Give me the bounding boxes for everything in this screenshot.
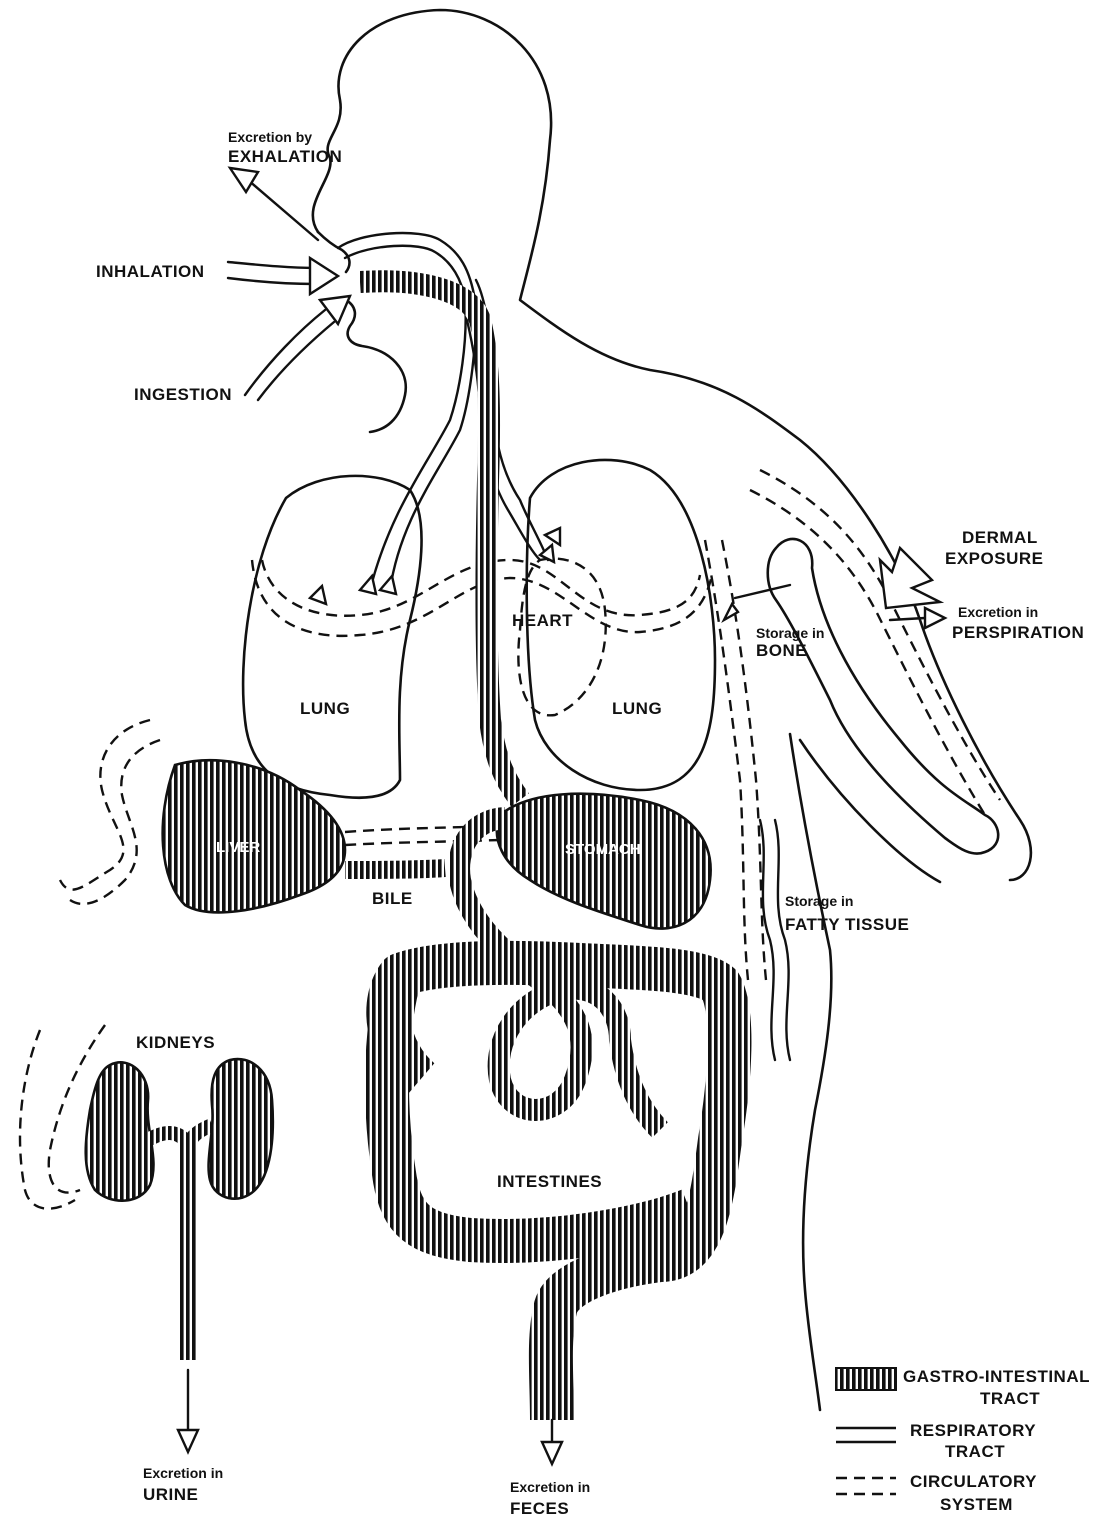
lung-left-label: LUNG xyxy=(300,699,350,718)
exhalation-caption: Excretion by xyxy=(228,129,312,145)
bile-label: BILE xyxy=(372,889,413,908)
dermal-label-line1: DERMAL xyxy=(962,528,1038,547)
perspiration-caption: Excretion in xyxy=(958,604,1038,620)
bone-caption: Storage in xyxy=(756,625,824,641)
left-kidney xyxy=(86,1062,154,1200)
urine-label: URINE xyxy=(143,1485,198,1504)
right-kidney xyxy=(209,1059,273,1199)
feces-caption: Excretion in xyxy=(510,1479,590,1495)
perspiration-arrow-icon xyxy=(925,608,945,628)
heart-label: HEART xyxy=(512,611,573,630)
inhalation-arrow-icon xyxy=(310,258,338,294)
legend-gi-swatch xyxy=(836,1368,896,1390)
legend-gi-line1: GASTRO-INTESTINAL xyxy=(903,1367,1090,1386)
stomach-label: STOMACH xyxy=(565,841,641,858)
fatty-tissue-label: FATTY TISSUE xyxy=(785,915,909,934)
exhalation-arrow-icon xyxy=(230,168,258,192)
ingestion-label: INGESTION xyxy=(134,385,232,404)
stomach-organ xyxy=(497,794,711,929)
legend-resp-line2: TRACT xyxy=(945,1442,1005,1461)
liver-organ xyxy=(163,760,345,912)
liver-label: LIVER xyxy=(216,839,260,856)
perspiration-label: PERSPIRATION xyxy=(952,623,1084,642)
lung-right-label: LUNG xyxy=(612,699,662,718)
left-lung xyxy=(243,476,421,798)
dermal-label-line2: EXPOSURE xyxy=(945,549,1043,568)
urine-caption: Excretion in xyxy=(143,1465,223,1481)
exhalation-label: EXHALATION xyxy=(228,147,342,166)
urine-arrow-icon xyxy=(178,1430,198,1452)
legend: GASTRO-INTESTINAL TRACT RESPIRATORY TRAC… xyxy=(836,1367,1090,1514)
legend-resp-line1: RESPIRATORY xyxy=(910,1421,1036,1440)
legend-gi-line2: TRACT xyxy=(980,1389,1040,1408)
intestines-label: INTESTINES xyxy=(497,1172,602,1191)
fatty-tissue-caption: Storage in xyxy=(785,893,853,909)
bone-label: BONE xyxy=(756,641,807,660)
legend-circ-line2: SYSTEM xyxy=(940,1495,1013,1514)
feces-label: FECES xyxy=(510,1499,569,1516)
feces-arrow-icon xyxy=(542,1442,562,1464)
kidneys-label: KIDNEYS xyxy=(136,1033,215,1052)
dermal-exposure-arrow-icon xyxy=(880,548,940,608)
inhalation-label: INHALATION xyxy=(96,262,205,281)
legend-circ-line1: CIRCULATORY xyxy=(910,1472,1037,1491)
